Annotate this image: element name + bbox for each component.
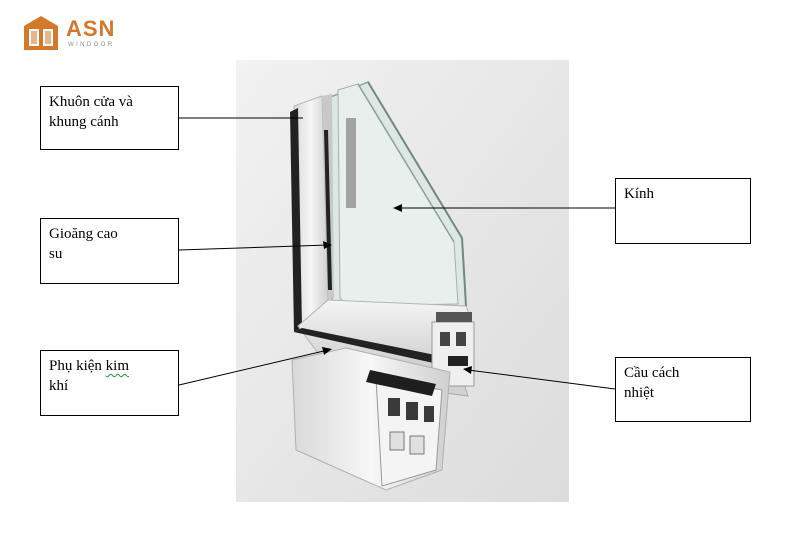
label-hardware-line1a: Phụ kiện [49,358,106,374]
label-hardware-line2: khí [49,376,170,396]
label-frame: Khuôn cửa và khung cánh [40,86,179,150]
label-frame-line2: khung cánh [49,112,170,132]
label-gasket-line1: Gioăng cao [49,224,170,244]
label-hardware-line1b: kim [106,358,129,374]
label-frame-line1: Khuôn cửa và [49,92,170,112]
label-glass-line1: Kính [624,184,742,204]
label-hardware: Phụ kiện kim khí [40,350,179,416]
label-thermal-line2: nhiệt [624,383,742,403]
label-thermal-line1: Cầu cách [624,363,742,383]
label-glass: Kính [615,178,751,244]
label-gasket: Gioăng cao su [40,218,179,284]
label-gasket-line2: su [49,244,170,264]
label-thermal: Cầu cách nhiệt [615,357,751,422]
